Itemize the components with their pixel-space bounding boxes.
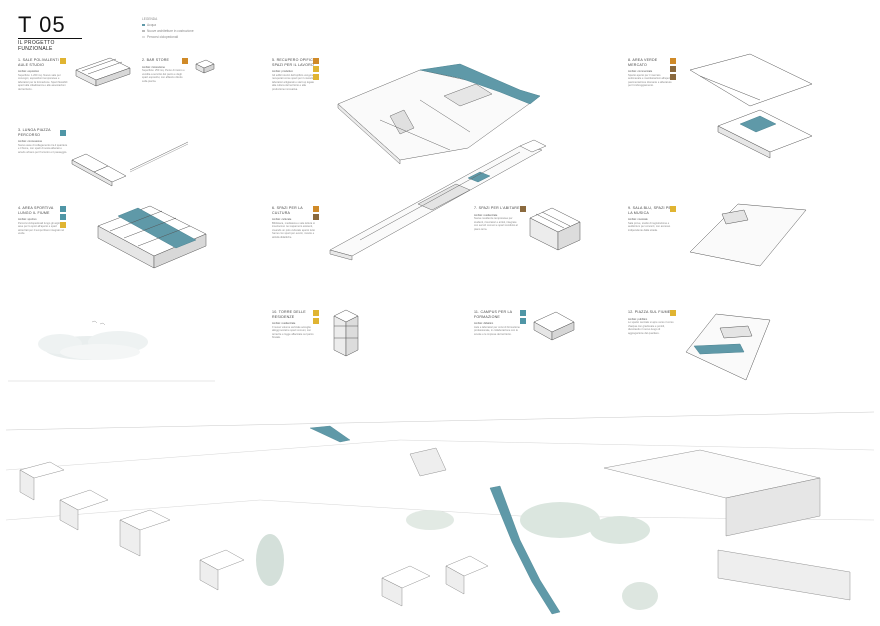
section-10: 10. TORRE DELLE RESIDENZE Ambito: reside… [272, 310, 318, 340]
building-swatch [142, 30, 145, 32]
river-aerial [489, 485, 561, 615]
section-title: 7. SPAZI PER L'ABITARE [474, 206, 520, 210]
board-header: T 05 IL PROGETTO FUNZIONALE [18, 14, 82, 52]
axo-area-sportiva [97, 205, 207, 269]
function-icon [520, 310, 526, 316]
icon-stack [313, 58, 319, 80]
function-icon [60, 206, 66, 212]
legend-item: Percorsi ciclopedonali [142, 34, 194, 40]
function-icon [520, 318, 526, 324]
function-icon [670, 74, 676, 80]
function-icon [313, 74, 319, 80]
section-title: 4. AREA SPORTIVA LUNGO IL FIUME [18, 206, 54, 215]
function-icon [670, 206, 676, 212]
section-6: 6. SPAZI PER LA CULTURA Ambito: cultural… [272, 206, 318, 240]
axo-long-building [329, 139, 547, 261]
section-title: 1. SALE POLIVALENTI E AULE STUDIO [18, 58, 63, 67]
section-title: 6. SPAZI PER LA CULTURA [272, 206, 303, 215]
icon-stack [313, 206, 319, 220]
axo-piazza [685, 313, 771, 381]
axo-site-plan [337, 63, 541, 165]
function-icon [60, 222, 66, 228]
legend-item: Acqua [142, 22, 194, 28]
board-subtitle: IL PROGETTO FUNZIONALE [18, 38, 82, 52]
section-11: 11. CAMPUS PER LA FORMAZIONE Ambito: did… [474, 310, 520, 336]
axo-sale-polivalenti [75, 57, 131, 87]
axo-torre [333, 309, 359, 357]
water-swatch [142, 24, 145, 26]
icon-stack [313, 310, 319, 324]
river-channel [419, 63, 541, 105]
function-icon [313, 310, 319, 316]
function-icon [182, 58, 188, 64]
section-title: 9. SALA BLU, SPAZI PER LA MUSICA [628, 206, 674, 215]
axo-abitare [529, 207, 581, 251]
legend-item: Nuove architetture in costruzione [142, 28, 194, 34]
axo-area-verde [689, 53, 813, 159]
section-title: 8. AREA VERDE MERCATO [628, 58, 658, 67]
section-5: 5. RECUPERO OPIFICIO SPAZI PER IL LAVORO… [272, 58, 318, 92]
icon-stack [520, 310, 526, 324]
legend: LEGENDA Acqua Nuove architetture in cost… [142, 16, 194, 40]
function-icon [313, 206, 319, 212]
function-icon [670, 58, 676, 64]
section-3: 3. LUNGA PIAZZA PERCORSO Ambito: conness… [18, 128, 68, 154]
function-icon [313, 318, 319, 324]
section-7: 7. SPAZI PER L'ABITARE Ambito: residenzi… [474, 206, 520, 231]
axo-bar-store [195, 59, 215, 74]
function-icon [60, 58, 66, 64]
function-icon [313, 66, 319, 72]
section-1: 1. SALE POLIVALENTI E AULE STUDIO Ambito… [18, 58, 68, 92]
section-8: 8. AREA VERDE MERCATO Ambito: commercial… [628, 58, 674, 88]
legend-heading: LEGENDA [142, 17, 158, 21]
function-icon [520, 206, 526, 212]
bird-sketch [91, 320, 106, 326]
water-channel [117, 207, 197, 249]
axo-lunga-piazza [71, 141, 189, 187]
aerial-city-view [5, 408, 875, 622]
section-4: 4. AREA SPORTIVA LUNGO IL FIUME Ambito: … [18, 206, 64, 236]
board-code: T 05 [18, 12, 66, 37]
function-icon [670, 66, 676, 72]
axo-campus [533, 311, 575, 341]
section-title: 11. CAMPUS PER LA FORMAZIONE [474, 310, 513, 319]
section-9: 9. SALA BLU, SPAZI PER LA MUSICA Ambito:… [628, 206, 674, 232]
section-title: 2. BAR STORE [142, 58, 170, 62]
function-icon [60, 214, 66, 220]
function-icon [60, 130, 66, 136]
icon-stack [670, 58, 676, 80]
axo-sala-blu [689, 203, 807, 267]
cloud-sketch [38, 331, 148, 360]
icon-stack [60, 206, 66, 228]
path-swatch [142, 36, 145, 38]
function-icon [313, 214, 319, 220]
section-title: 3. LUNGA PIAZZA PERCORSO [18, 128, 51, 137]
section-title: 12. PIAZZA SUL FIUME [628, 310, 671, 314]
function-icon [670, 310, 676, 316]
section-title: 5. RECUPERO OPIFICIO SPAZI PER IL LAVORO [272, 58, 318, 67]
section-title: 10. TORRE DELLE RESIDENZE [272, 310, 306, 319]
function-icon [313, 58, 319, 64]
